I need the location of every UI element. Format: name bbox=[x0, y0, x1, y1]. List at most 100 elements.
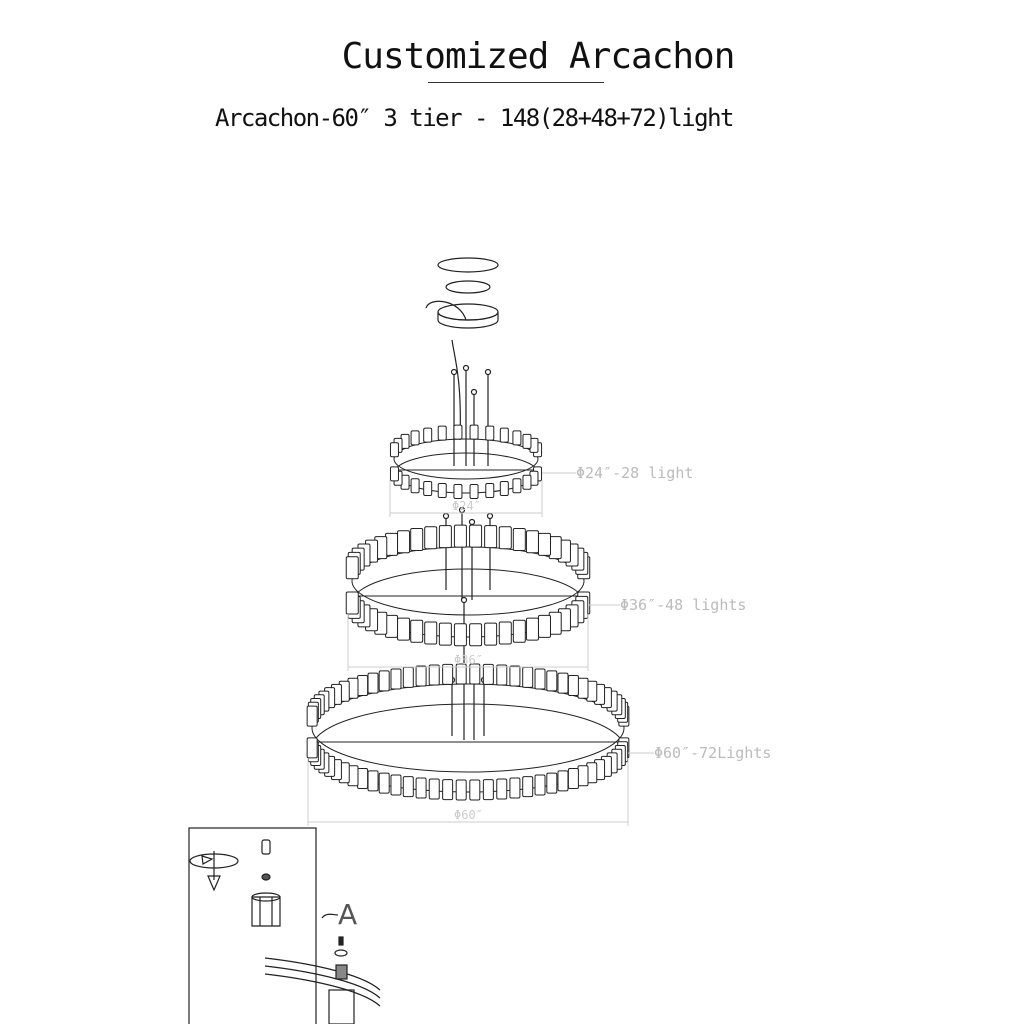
light-cup bbox=[567, 767, 579, 789]
light-cup bbox=[482, 663, 494, 685]
light-cup bbox=[357, 767, 369, 789]
light-cup bbox=[469, 524, 483, 548]
light-cup bbox=[522, 776, 534, 798]
light-cup bbox=[437, 425, 447, 441]
light-cup bbox=[385, 532, 399, 556]
light-cup bbox=[509, 777, 521, 799]
light-cup bbox=[442, 663, 454, 685]
light-cup bbox=[397, 617, 411, 641]
light-cup bbox=[402, 666, 414, 688]
light-cup bbox=[402, 776, 414, 798]
tier-1 bbox=[389, 424, 543, 499]
light-cup bbox=[522, 666, 534, 688]
light-cup bbox=[438, 622, 452, 646]
light-cup bbox=[428, 664, 440, 686]
light-cup bbox=[345, 556, 359, 580]
light-cup bbox=[496, 778, 508, 800]
light-cup bbox=[525, 530, 539, 554]
detail-inset bbox=[188, 827, 381, 1024]
light-cup bbox=[485, 482, 495, 498]
light-cup bbox=[424, 526, 438, 550]
tier-ring-top bbox=[351, 546, 585, 616]
tier-label: Φ24″-28 light bbox=[576, 464, 693, 482]
light-cup bbox=[378, 670, 390, 692]
light-cup bbox=[345, 591, 359, 615]
light-cup bbox=[415, 665, 427, 687]
light-cup bbox=[437, 482, 447, 498]
bulb-pin bbox=[261, 839, 271, 855]
tier-label: Φ36″-48 lights bbox=[620, 596, 746, 614]
washer bbox=[261, 873, 271, 881]
light-cup bbox=[410, 478, 420, 494]
light-cup bbox=[410, 430, 420, 446]
light-cup bbox=[546, 670, 558, 692]
canopy-plate bbox=[437, 257, 499, 273]
light-cup bbox=[537, 614, 551, 638]
light-cup bbox=[306, 705, 318, 727]
tier-label: Φ60″-72Lights bbox=[654, 744, 771, 762]
tier-ring-top bbox=[311, 683, 625, 773]
tier-3 bbox=[306, 663, 630, 801]
light-cup bbox=[251, 896, 281, 927]
light-cup bbox=[577, 677, 589, 699]
light-cup bbox=[428, 778, 440, 800]
light-cup bbox=[453, 524, 467, 548]
threaded-stud bbox=[335, 964, 348, 980]
light-cup bbox=[453, 483, 463, 499]
light-cup bbox=[498, 621, 512, 645]
cable bbox=[451, 339, 461, 441]
tier-ring-top bbox=[393, 438, 539, 480]
canopy-disc bbox=[445, 280, 491, 294]
light-cup bbox=[534, 668, 546, 690]
suspension-rods bbox=[442, 364, 494, 740]
dimension-label: Φ60″ bbox=[454, 808, 483, 822]
page-title: Customized Arcachon bbox=[341, 36, 736, 77]
light-cup bbox=[557, 770, 569, 792]
light-cup bbox=[546, 772, 558, 794]
light-cup bbox=[557, 672, 569, 694]
light-cup bbox=[469, 424, 479, 440]
light-cup bbox=[410, 528, 424, 552]
light-cup bbox=[455, 663, 467, 685]
light-cup bbox=[357, 675, 369, 697]
light-cup bbox=[525, 617, 539, 641]
light-cup bbox=[469, 483, 479, 499]
light-cup bbox=[548, 536, 562, 560]
light-cup bbox=[534, 774, 546, 796]
light-cup bbox=[410, 619, 424, 643]
dimension-label: Φ36″ bbox=[454, 653, 483, 667]
light-cup bbox=[423, 481, 433, 497]
light-cup bbox=[415, 777, 427, 799]
light-cup bbox=[424, 621, 438, 645]
detail-callout-label: A bbox=[338, 898, 357, 931]
light-cup bbox=[499, 481, 509, 497]
light-cup bbox=[499, 427, 509, 443]
light-cup bbox=[509, 665, 521, 687]
light-cup bbox=[496, 664, 508, 686]
light-cup bbox=[498, 526, 512, 550]
light-cup bbox=[537, 532, 551, 556]
light-cup bbox=[367, 770, 379, 792]
light-cup bbox=[512, 430, 522, 446]
light-cup bbox=[442, 779, 454, 801]
light-cup bbox=[453, 424, 463, 440]
light-cup bbox=[512, 528, 526, 552]
light-cup bbox=[577, 765, 589, 787]
light-cup bbox=[522, 433, 532, 449]
light-cup bbox=[455, 779, 467, 801]
light-cup bbox=[389, 466, 399, 482]
light-cup bbox=[512, 478, 522, 494]
light-cup bbox=[306, 737, 318, 759]
light-cup bbox=[438, 525, 452, 549]
light-cup bbox=[389, 442, 399, 458]
light-cup bbox=[485, 425, 495, 441]
light-cup bbox=[469, 663, 481, 685]
light-cup bbox=[378, 772, 390, 794]
ring-arc bbox=[264, 957, 381, 991]
light-cup bbox=[390, 774, 402, 796]
light-cup bbox=[484, 525, 498, 549]
page-subtitle: Arcachon-60″ 3 tier - 148(28+48+72)light bbox=[215, 104, 734, 132]
title-underline bbox=[428, 82, 604, 83]
light-cup bbox=[390, 668, 402, 690]
